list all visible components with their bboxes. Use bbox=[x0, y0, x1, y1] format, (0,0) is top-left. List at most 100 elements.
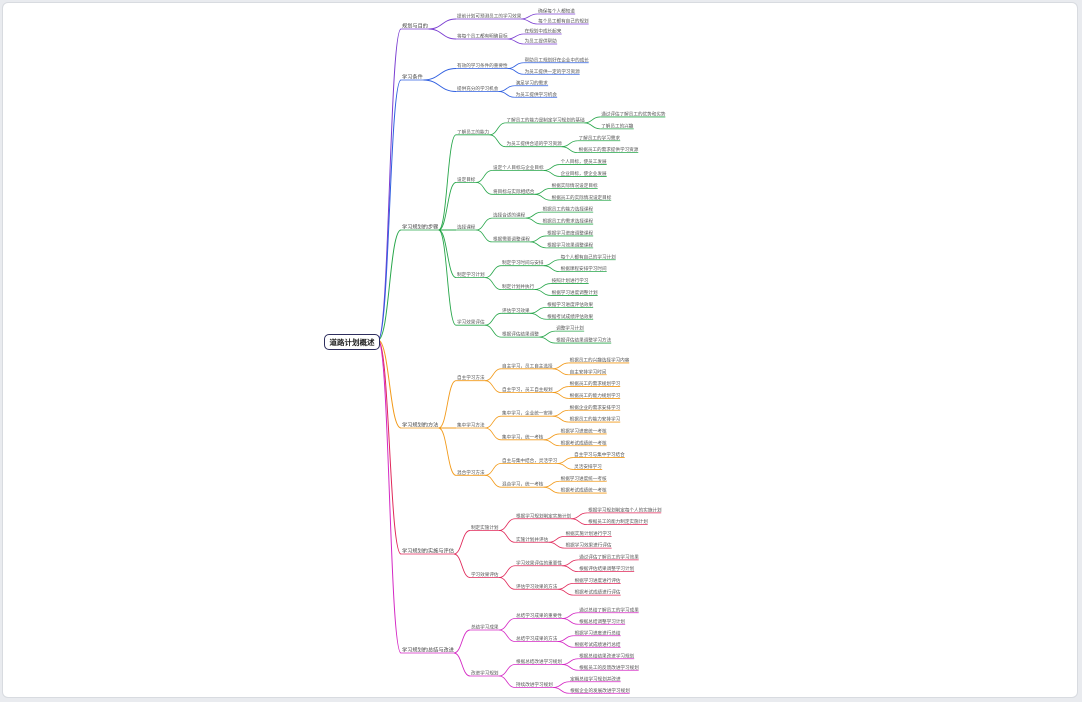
detail-node[interactable]: 根据评估结果调整 bbox=[502, 331, 539, 338]
detail-node[interactable]: 评估学习效果 bbox=[502, 307, 530, 314]
leaf-node[interactable]: 根据员工的能力制定实施计划 bbox=[588, 518, 648, 525]
leaf-node[interactable]: 根据学习效果进行评估 bbox=[566, 542, 612, 549]
leaf-node[interactable]: 根据实际情况设定目标 bbox=[552, 182, 598, 189]
detail-node[interactable]: 帮助员工规划好在企业中的成长 bbox=[525, 56, 590, 63]
subtopic-node[interactable]: 集中学习方法 bbox=[457, 422, 485, 429]
leaf-node[interactable]: 根据员工的需求规划学习 bbox=[570, 380, 621, 387]
leaf-node[interactable]: 根据员工的能力安排学习 bbox=[570, 416, 621, 423]
detail-node[interactable]: 确保每个人都知道 bbox=[538, 8, 575, 15]
leaf-node[interactable]: 根据员工的兴趣选择学习内容 bbox=[570, 356, 630, 363]
leaf-node[interactable]: 每个人都有自己的学习计划 bbox=[561, 253, 617, 260]
branch-node[interactable]: 学习规划的实施与评估 bbox=[402, 547, 454, 555]
branch-node[interactable]: 学习规划的步骤 bbox=[402, 223, 438, 231]
subtopic-node[interactable]: 混合学习方法 bbox=[457, 469, 485, 476]
leaf-node[interactable]: 根据课程安排学习时间 bbox=[561, 265, 607, 272]
subtopic-node[interactable]: 改进学习规划 bbox=[471, 670, 499, 677]
leaf-node[interactable]: 根据学习进度调整课程 bbox=[547, 229, 593, 236]
leaf-node[interactable]: 定期总结学习规划并改进 bbox=[570, 675, 621, 682]
leaf-node[interactable]: 根据学习效果调整课程 bbox=[547, 241, 593, 248]
leaf-node[interactable]: 根据学习规划制定每个人的实施计划 bbox=[588, 506, 662, 513]
leaf-node[interactable]: 根据考试成绩统一考核 bbox=[561, 487, 607, 494]
leaf-node[interactable]: 通过总结了解员工的学习成果 bbox=[579, 606, 639, 613]
detail-node[interactable]: 为员工提供帮助 bbox=[525, 38, 558, 45]
leaf-node[interactable]: 灵活安排学习 bbox=[574, 463, 602, 470]
leaf-node[interactable]: 企业目标，使企业发展 bbox=[561, 170, 607, 177]
detail-node[interactable]: 集中学习，统一考核 bbox=[502, 433, 544, 440]
subtopic-node[interactable]: 总结学习成果 bbox=[471, 624, 499, 631]
leaf-node[interactable]: 根据员工的需求选择课程 bbox=[543, 218, 594, 225]
leaf-node[interactable]: 根据总结结果改进学习规划 bbox=[579, 652, 635, 659]
branch-node[interactable]: 规划与目的 bbox=[402, 22, 428, 30]
detail-node[interactable]: 根据需要调整课程 bbox=[493, 235, 530, 242]
subtopic-node[interactable]: 自主学习方法 bbox=[457, 374, 485, 381]
leaf-node[interactable]: 根据考试成绩进行评估 bbox=[575, 589, 621, 596]
branch-node[interactable]: 学习规划的方法 bbox=[402, 421, 438, 429]
detail-node[interactable]: 每个员工都有自己的规划 bbox=[538, 18, 589, 25]
subtopic-node[interactable]: 选择课程 bbox=[457, 224, 476, 231]
detail-node[interactable]: 持续改进学习规划 bbox=[516, 681, 553, 688]
subtopic-node[interactable]: 了解员工的能力 bbox=[457, 128, 490, 135]
leaf-node[interactable]: 根据员工的能力选择课程 bbox=[543, 206, 594, 213]
leaf-node[interactable]: 根据员工的需求提供学习资源 bbox=[579, 146, 639, 153]
leaf-node[interactable]: 个人目标，使员工发展 bbox=[561, 158, 607, 165]
detail-node[interactable]: 满足学习的需求 bbox=[516, 79, 549, 86]
branch-node[interactable]: 学习规划的总结与改进 bbox=[402, 646, 454, 654]
leaf-node[interactable]: 根据评估结果调整学习计划 bbox=[579, 565, 635, 572]
detail-node[interactable]: 选择合适的课程 bbox=[493, 212, 526, 219]
detail-node[interactable]: 制定计划并执行 bbox=[502, 283, 535, 290]
leaf-node[interactable]: 根据学习进度调整计划 bbox=[552, 289, 598, 296]
detail-node[interactable]: 评估学习效果的方法 bbox=[516, 583, 558, 590]
detail-node[interactable]: 总结学习成果的方法 bbox=[516, 635, 558, 642]
subtopic-node[interactable]: 有效的学习条件的重要性 bbox=[457, 62, 508, 69]
leaf-node[interactable]: 了解员工的兴趣 bbox=[601, 122, 634, 129]
subtopic-node[interactable]: 设定目标 bbox=[457, 176, 476, 183]
leaf-node[interactable]: 根据总结调整学习计划 bbox=[579, 618, 625, 625]
leaf-node[interactable]: 根据企业的发展改进学习规划 bbox=[570, 687, 630, 694]
detail-node[interactable]: 为员工提供学习机会 bbox=[516, 91, 558, 98]
detail-node[interactable]: 自主学习，员工自主规划 bbox=[502, 386, 553, 393]
root-node[interactable]: 道路计划概述 bbox=[324, 334, 380, 350]
subtopic-node[interactable]: 提供充分的学习机会 bbox=[457, 85, 499, 92]
leaf-node[interactable]: 根据员工的能力规划学习 bbox=[570, 392, 621, 399]
detail-node[interactable]: 总结学习成果的重要性 bbox=[516, 612, 562, 619]
subtopic-node[interactable]: 制定实施计划 bbox=[471, 524, 499, 531]
leaf-node[interactable]: 根据考试成绩评估效果 bbox=[547, 313, 593, 320]
detail-node[interactable]: 为员工提供一定的学习资源 bbox=[525, 68, 581, 75]
detail-node[interactable]: 自主学习，员工自主选择 bbox=[502, 362, 553, 369]
detail-node[interactable]: 根据学习规划制定实施计划 bbox=[516, 512, 572, 519]
detail-node[interactable]: 设定个人目标与企业目标 bbox=[493, 164, 544, 171]
leaf-node[interactable]: 根据考试成绩进行总结 bbox=[575, 641, 621, 648]
detail-node[interactable]: 在规划中成长起来 bbox=[525, 28, 562, 35]
leaf-node[interactable]: 根据企业的需求安排学习 bbox=[570, 404, 621, 411]
detail-node[interactable]: 自主与集中结合，灵活学习 bbox=[502, 457, 558, 464]
subtopic-node[interactable]: 学习效果评估 bbox=[457, 319, 485, 326]
leaf-node[interactable]: 根据学习进度统一考核 bbox=[561, 475, 607, 482]
detail-node[interactable]: 将目标与实际相结合 bbox=[493, 188, 535, 195]
detail-node[interactable]: 制定学习时间与安排 bbox=[502, 259, 544, 266]
subtopic-node[interactable]: 制定学习计划 bbox=[457, 271, 485, 278]
detail-node[interactable]: 为员工提供合适的学习资源 bbox=[507, 140, 563, 147]
detail-node[interactable]: 实施计划并评估 bbox=[516, 536, 549, 543]
leaf-node[interactable]: 根据学习进度进行总结 bbox=[575, 629, 621, 636]
detail-node[interactable]: 了解员工的能力是制定学习规划的基础 bbox=[507, 116, 586, 123]
leaf-node[interactable]: 根据评估结果调整学习方法 bbox=[556, 337, 612, 344]
detail-node[interactable]: 根据总结改进学习规划 bbox=[516, 658, 562, 665]
leaf-node[interactable]: 通过评估了解员工的优势和劣势 bbox=[601, 110, 666, 117]
subtopic-node[interactable]: 提前计划可预测员工的学习效果 bbox=[457, 13, 522, 20]
leaf-node[interactable]: 根据实施计划进行学习 bbox=[566, 530, 612, 537]
leaf-node[interactable]: 自主安排学习时间 bbox=[570, 368, 607, 375]
leaf-node[interactable]: 通过评估了解员工的学习效果 bbox=[579, 553, 639, 560]
leaf-node[interactable]: 根据考试成绩统一考核 bbox=[561, 439, 607, 446]
leaf-node[interactable]: 根据学习进度统一考核 bbox=[561, 427, 607, 434]
leaf-node[interactable]: 根据员工的实际情况设定目标 bbox=[552, 194, 612, 201]
subtopic-node[interactable]: 学习效果评估 bbox=[471, 571, 499, 578]
subtopic-node[interactable]: 将每个员工都有明确目标 bbox=[457, 33, 508, 40]
leaf-node[interactable]: 调整学习计划 bbox=[556, 325, 584, 332]
detail-node[interactable]: 学习效果评估的重要性 bbox=[516, 559, 562, 566]
leaf-node[interactable]: 了解员工的学习需求 bbox=[579, 134, 621, 141]
branch-node[interactable]: 学习条件 bbox=[402, 73, 423, 81]
detail-node[interactable]: 集中学习，企业统一安排 bbox=[502, 410, 553, 417]
leaf-node[interactable]: 根据学习进度评估效果 bbox=[547, 301, 593, 308]
leaf-node[interactable]: 按照计划进行学习 bbox=[552, 277, 589, 284]
detail-node[interactable]: 混合学习，统一考核 bbox=[502, 481, 544, 488]
